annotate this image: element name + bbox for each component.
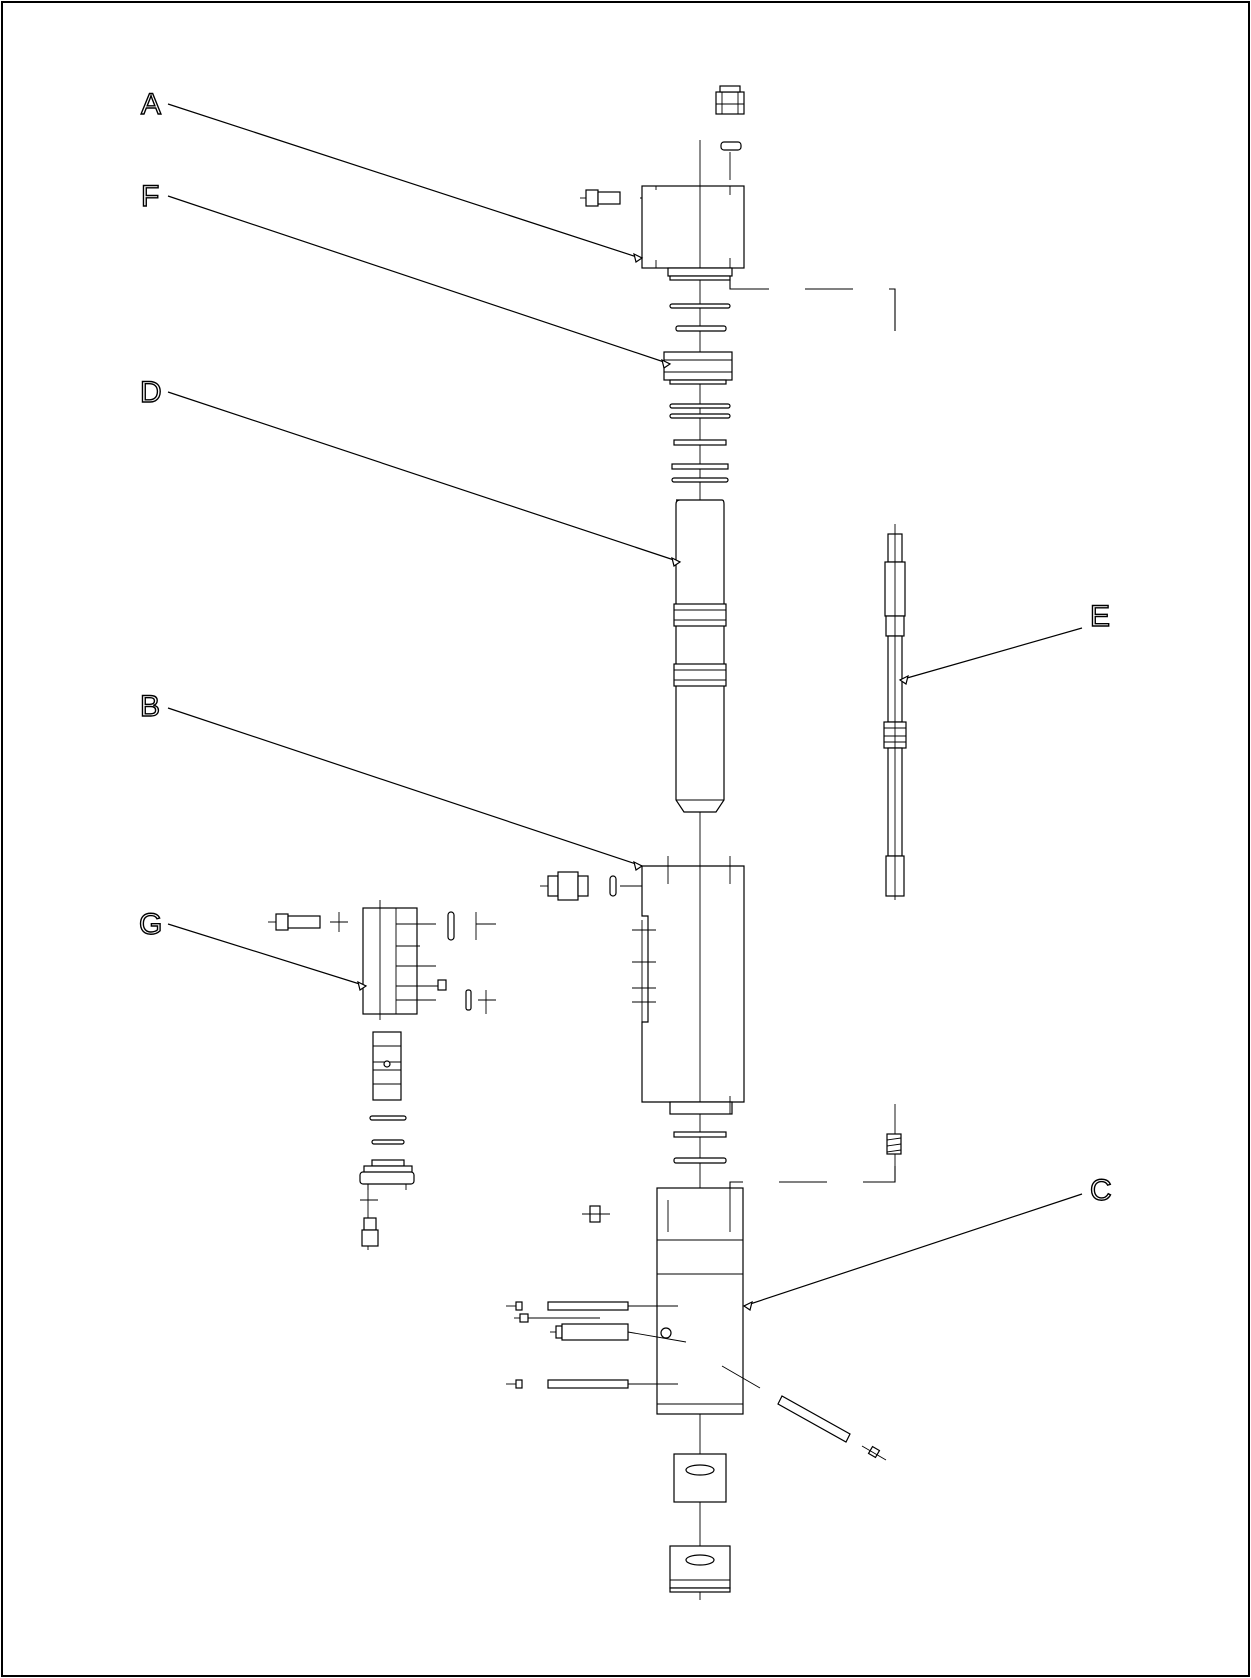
part-d-piston: [673, 499, 727, 813]
callout-d: D: [140, 376, 162, 409]
callout-f: F: [141, 180, 159, 213]
callout-c: C: [1090, 1174, 1112, 1207]
callout-g: G: [139, 908, 162, 941]
callout-a: A: [141, 88, 161, 121]
part-c-lower-block: [506, 1187, 887, 1461]
part-b-cylinder: [540, 856, 745, 1115]
part-g-valve-assembly: [268, 900, 496, 1250]
part-f-seal-stack: [663, 303, 733, 483]
callout-leader-lines: [167, 103, 1083, 1311]
lower-seal-rings: [673, 1104, 902, 1188]
bottom-caps: [669, 1453, 731, 1593]
part-a-assembly: [580, 85, 896, 336]
callout-b: B: [140, 690, 160, 723]
callout-labels: A F D B G E C: [138, 87, 1112, 1207]
callout-e: E: [1090, 600, 1110, 633]
part-e-rod: [883, 524, 907, 900]
